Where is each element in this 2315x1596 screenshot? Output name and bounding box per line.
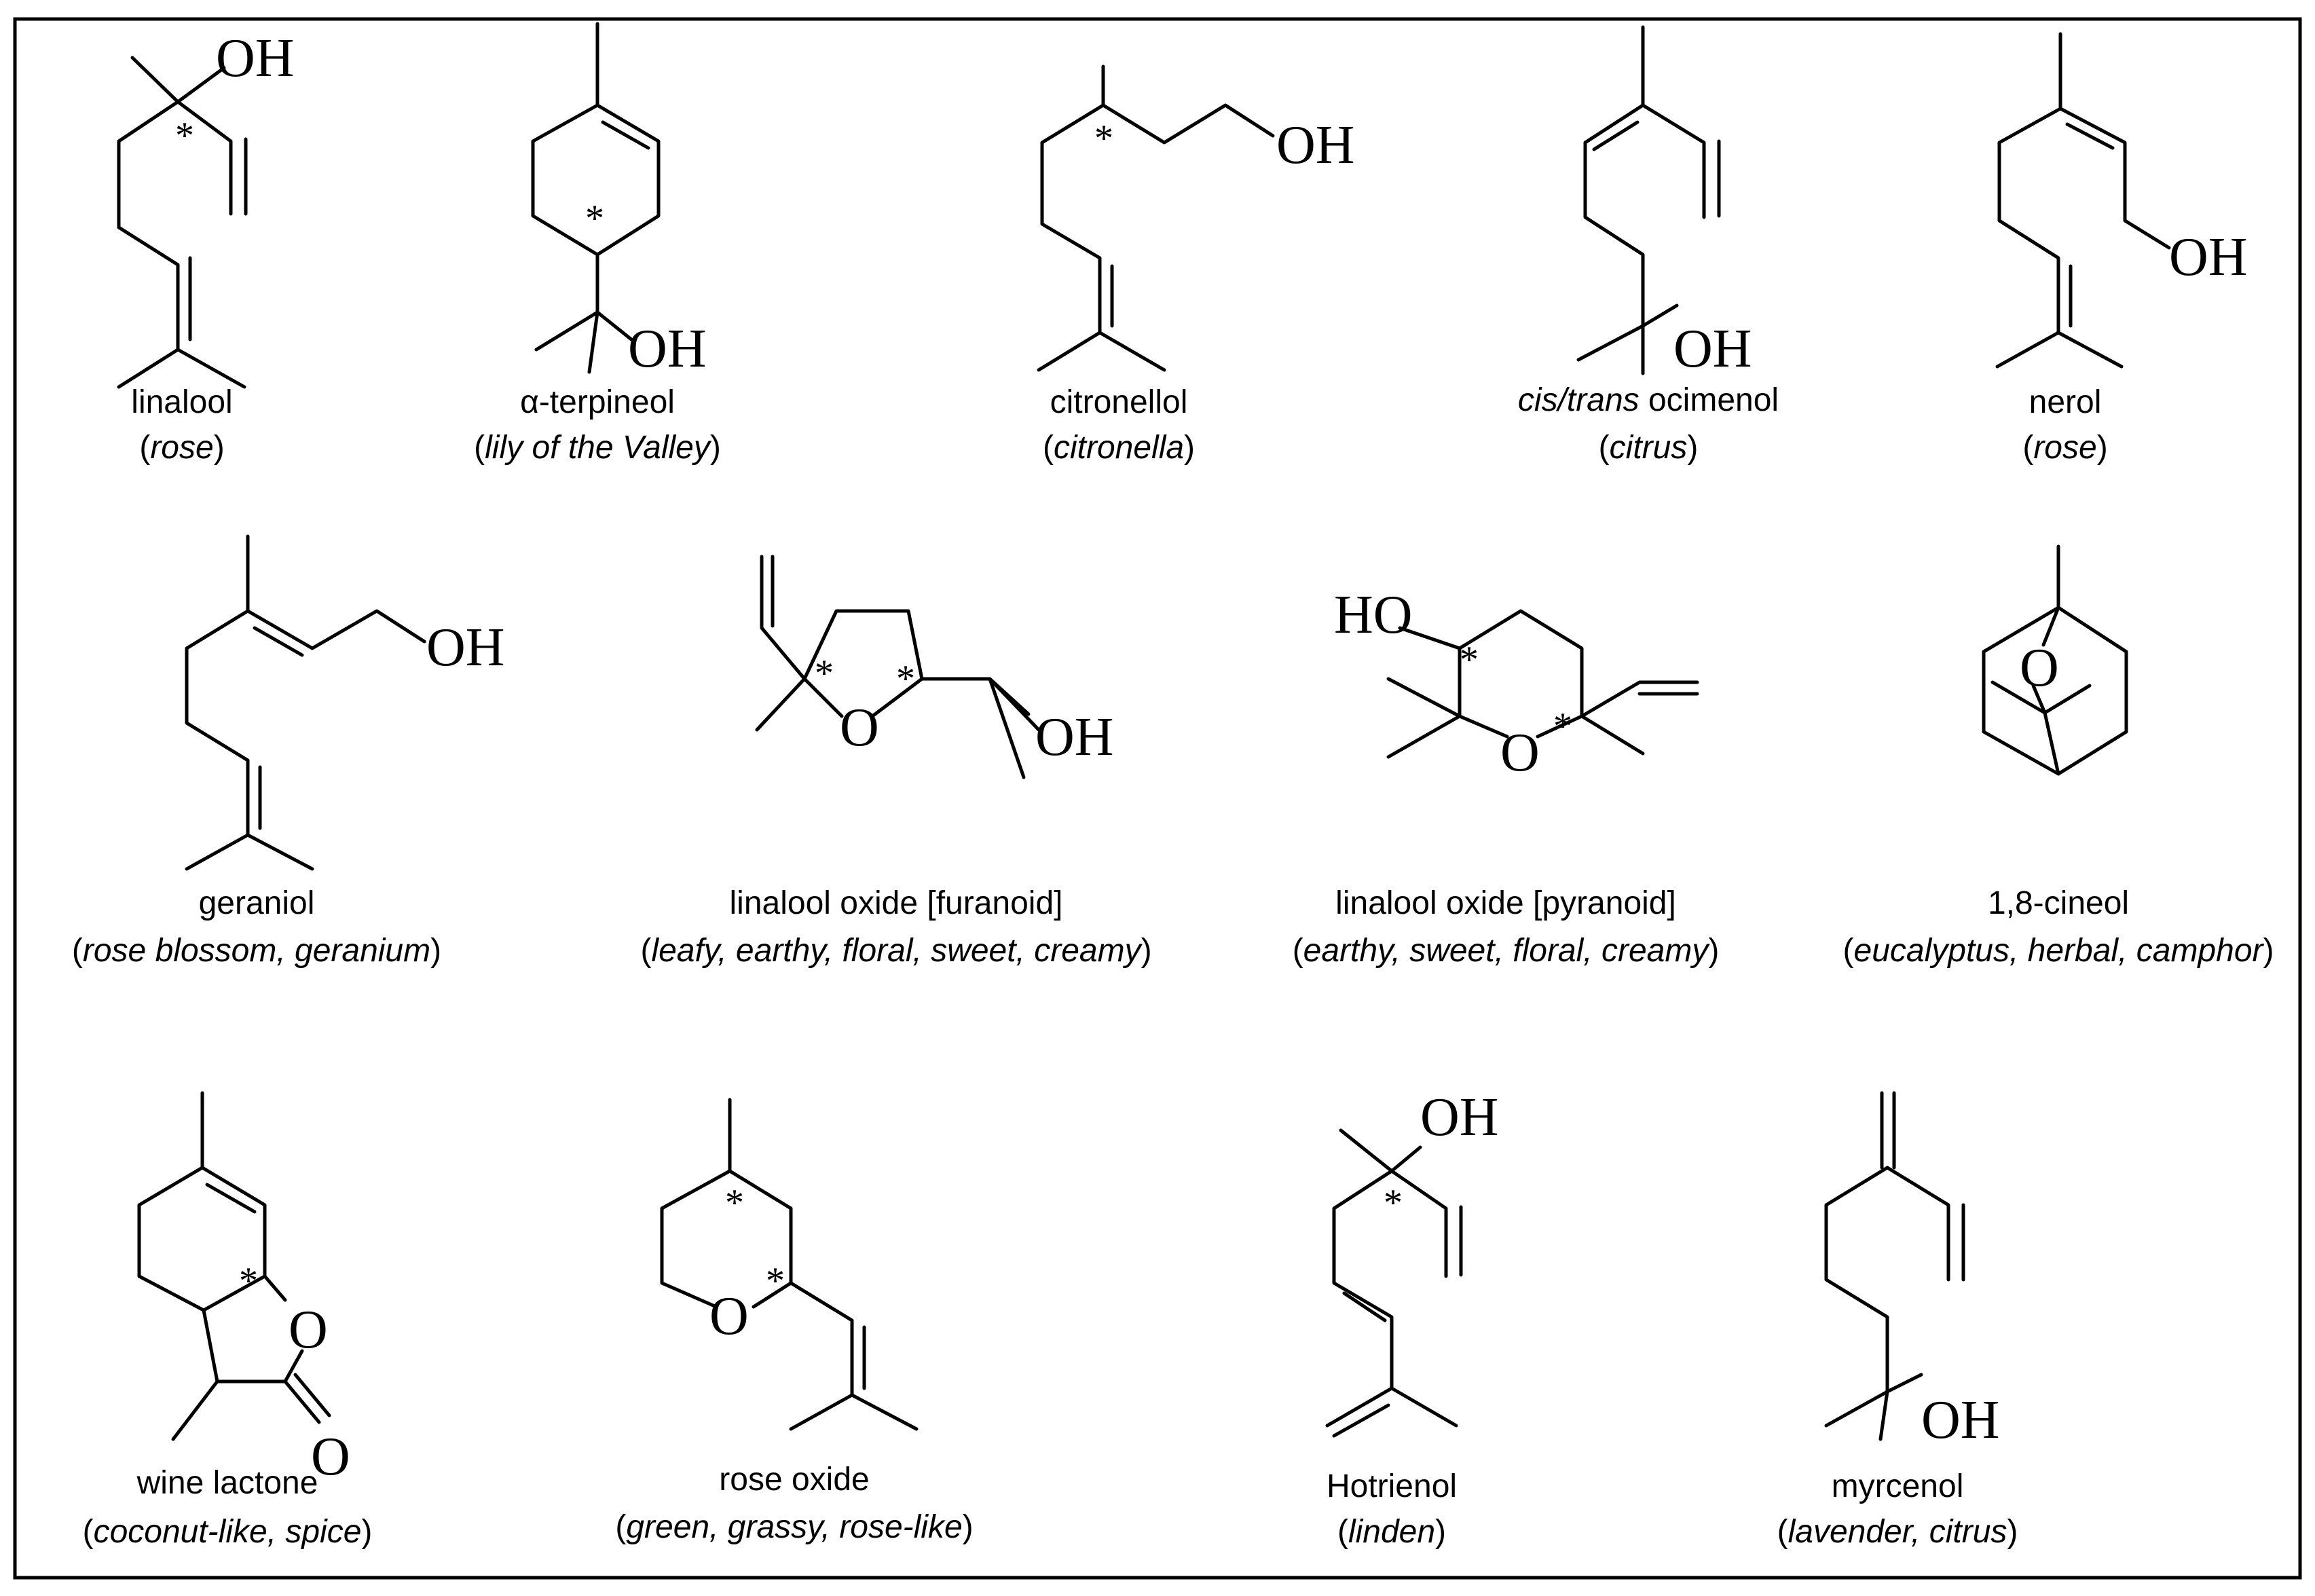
structure-rose-oxide: O * *: [660, 1098, 919, 1431]
stereocenter-marker: *: [175, 115, 194, 157]
structure-cineol: O: [1982, 544, 2128, 776]
structure-linalool: OH *: [117, 29, 295, 389]
structure-ocimenol: OH: [1576, 25, 1752, 379]
structure-linalool-oxide-pyranoid: HO O * *: [1334, 585, 1699, 783]
stereocenter-marker: *: [896, 658, 915, 700]
label-linalool-oxide-pyranoid: linalool oxide [pyranoid] (earthy, sweet…: [1293, 885, 1720, 969]
compound-name: 1,8-cineol: [1988, 885, 2129, 921]
compound-name: rose oxide: [719, 1462, 869, 1498]
compound-name: wine lactone: [136, 1465, 318, 1501]
atom-oh: OH: [426, 618, 505, 678]
stereocenter-marker: *: [815, 652, 834, 694]
compound-name: nerol: [2029, 384, 2102, 420]
atom-oh: OH: [216, 29, 295, 88]
compound-odor: (coconut-like, spice): [83, 1514, 373, 1550]
atom-oh: OH: [1921, 1390, 2000, 1450]
compound-odor: (rose): [2022, 430, 2107, 466]
compound-name: geraniol: [199, 885, 315, 921]
compound-odor: (rose blossom, geranium): [72, 933, 441, 969]
structure-myrcenol: OH: [1824, 1091, 2000, 1450]
compound-odor: (leafy, earthy, floral, sweet, creamy): [640, 933, 1151, 969]
label-geraniol: geraniol (rose blossom, geranium): [72, 885, 441, 969]
compound-odor: (lavender, citrus): [1777, 1514, 2018, 1550]
label-ocimenol: cis/trans ocimenol (citrus): [1518, 382, 1779, 466]
label-linalool: linalool (rose): [131, 384, 232, 466]
label-cineol: 1,8-cineol (eucalyptus, herbal, camphor): [1843, 885, 2274, 969]
stereocenter-marker: *: [1460, 639, 1479, 681]
compound-name: citronellol: [1050, 384, 1188, 420]
atom-o: O: [2020, 638, 2059, 698]
stereocenter-marker: *: [1553, 705, 1572, 747]
compound-odor: (eucalyptus, herbal, camphor): [1843, 933, 2274, 969]
stereocenter-marker: *: [1384, 1182, 1403, 1224]
structure-alpha-terpineol: OH *: [531, 22, 707, 379]
stereocenter-marker: *: [1094, 117, 1113, 160]
label-rose-oxide: rose oxide (green, grassy, rose-like): [615, 1462, 973, 1545]
compound-odor: (earthy, sweet, floral, creamy): [1293, 933, 1720, 969]
atom-oh: OH: [1673, 319, 1752, 379]
compound-odor: (green, grassy, rose-like): [615, 1509, 973, 1545]
compound-odor: (lily of the Valley): [474, 430, 721, 466]
compound-odor: (citronella): [1043, 430, 1195, 466]
atom-o: O: [709, 1286, 749, 1346]
stereocenter-marker: *: [585, 198, 604, 240]
atom-ho: HO: [1334, 585, 1413, 645]
structure-hotrienol: OH *: [1325, 1088, 1499, 1438]
compound-name: α-terpineol: [520, 384, 675, 420]
label-nerol: nerol (rose): [2022, 384, 2107, 466]
atom-o: O: [311, 1427, 350, 1487]
atom-o: O: [840, 698, 879, 758]
label-linalool-oxide-furanoid: linalool oxide [furanoid] (leafy, earthy…: [640, 885, 1151, 969]
atom-o: O: [289, 1300, 328, 1360]
stereocenter-marker: *: [725, 1182, 744, 1224]
atom-oh: OH: [1420, 1088, 1499, 1147]
structure-linalool-oxide-furanoid: O OH * *: [755, 555, 1114, 779]
label-alpha-terpineol: α-terpineol (lily of the Valley): [474, 384, 721, 466]
atom-oh: OH: [1035, 707, 1114, 767]
structure-wine-lactone: O O *: [137, 1091, 350, 1487]
stereocenter-marker: *: [239, 1260, 258, 1302]
atom-oh: OH: [628, 319, 707, 379]
structure-nerol: OH: [1995, 32, 2248, 369]
atom-o: O: [1500, 723, 1540, 783]
compound-name: linalool oxide [pyranoid]: [1335, 885, 1676, 921]
stereocenter-marker: *: [766, 1260, 785, 1302]
structure-citronellol: OH *: [1037, 64, 1355, 372]
atom-oh: OH: [2169, 227, 2248, 287]
compound-name: Hotrienol: [1327, 1468, 1457, 1504]
label-wine-lactone: wine lactone (coconut-like, spice): [83, 1465, 373, 1550]
label-hotrienol: Hotrienol (linden): [1327, 1468, 1457, 1550]
label-myrcenol: myrcenol (lavender, citrus): [1777, 1468, 2018, 1550]
compound-name: linalool: [131, 384, 232, 420]
compound-odor: (rose): [139, 430, 224, 466]
compound-odor: (citrus): [1599, 430, 1699, 466]
atom-oh: OH: [1276, 115, 1355, 175]
compound-name: myrcenol: [1832, 1468, 1964, 1504]
compound-name: cis/trans ocimenol: [1518, 382, 1779, 418]
compound-odor: (linden): [1337, 1514, 1446, 1550]
compound-name: linalool oxide [furanoid]: [730, 885, 1063, 921]
structure-geraniol: OH: [185, 534, 505, 871]
label-citronellol: citronellol (citronella): [1043, 384, 1195, 466]
figure-frame: [13, 17, 2302, 1580]
